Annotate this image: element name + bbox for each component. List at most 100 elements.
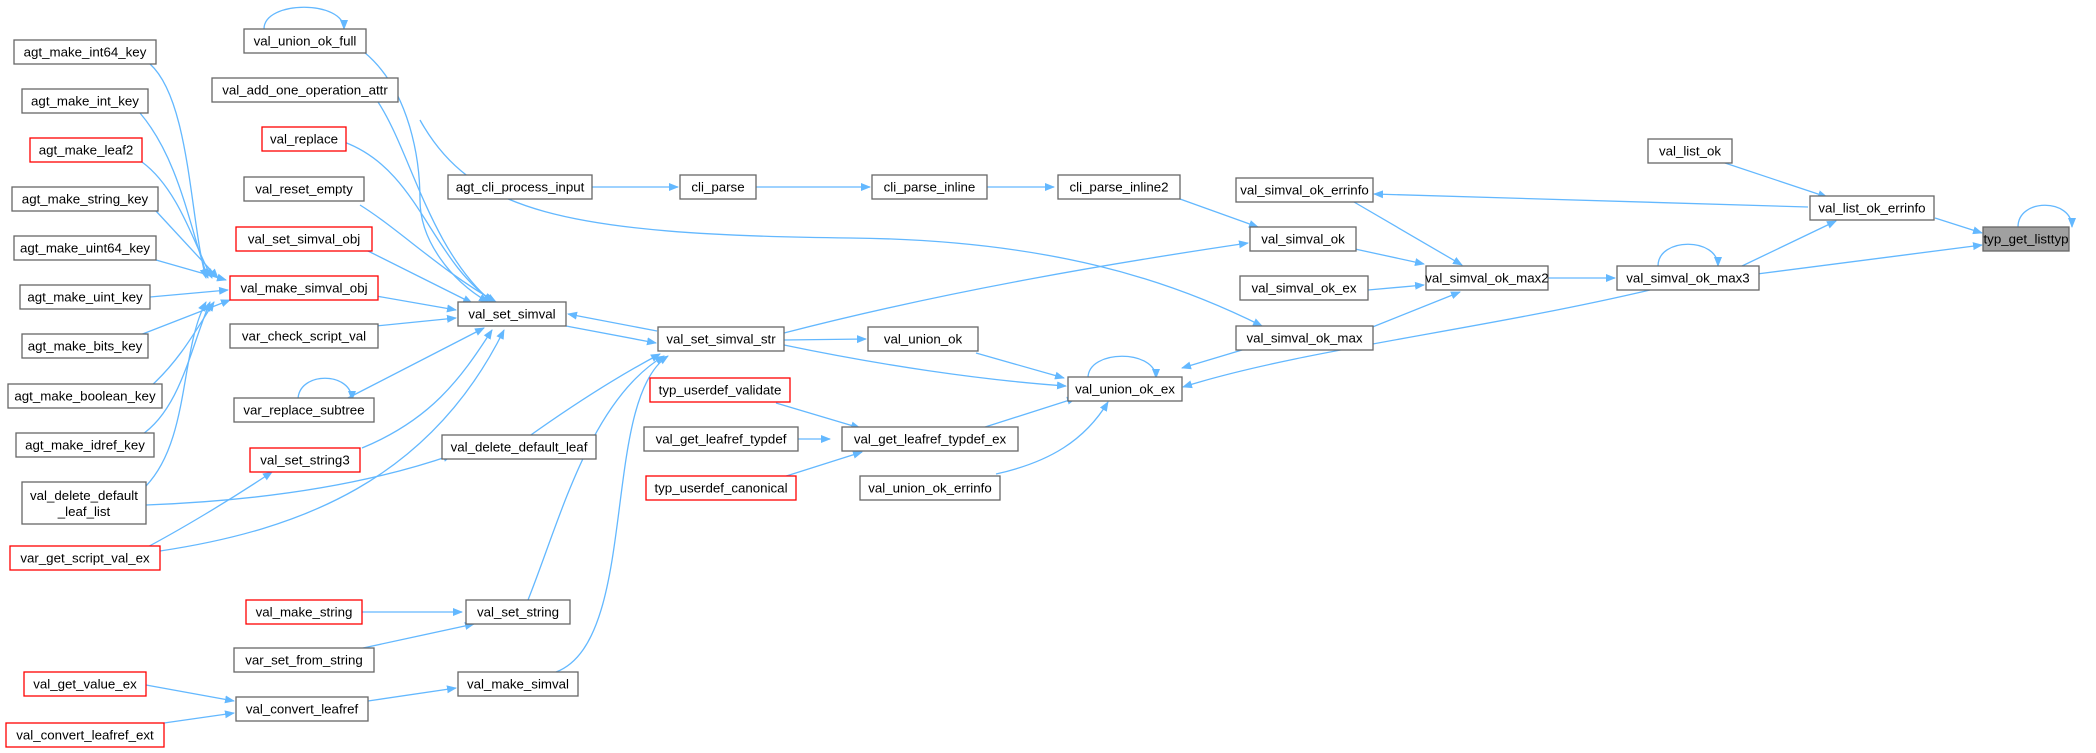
node-var_set_from_string[interactable]: var_set_from_string bbox=[233, 647, 375, 673]
node-cli_parse_inline[interactable]: cli_parse_inline bbox=[871, 174, 988, 200]
node-val_get_leafref_typdef_ex[interactable]: val_get_leafref_typdef_ex bbox=[841, 426, 1019, 452]
node-val_convert_leafref[interactable]: val_convert_leafref bbox=[235, 696, 369, 722]
node-agt_make_int_key[interactable]: agt_make_int_key bbox=[21, 88, 149, 114]
svg-text:val_add_one_operation_attr: val_add_one_operation_attr bbox=[222, 83, 388, 98]
node-val_set_simval[interactable]: val_set_simval bbox=[457, 301, 567, 327]
svg-text:agt_make_bits_key: agt_make_bits_key bbox=[28, 339, 143, 354]
node-var_check_script_val[interactable]: var_check_script_val bbox=[229, 323, 379, 349]
node-val_simval_ok_max3[interactable]: val_simval_ok_max3 bbox=[1616, 265, 1760, 291]
edge-val_set_string3-val_set_simval bbox=[361, 329, 493, 449]
nodes: typ_get_listtyp val_list_ok_errinfo val_… bbox=[5, 28, 2070, 748]
edge-self-val_union_ok_full bbox=[263, 6, 348, 30]
node-val_simval_ok_errinfo[interactable]: val_simval_ok_errinfo bbox=[1235, 177, 1374, 203]
node-agt_make_boolean_key[interactable]: agt_make_boolean_key bbox=[7, 383, 163, 409]
svg-text:val_simval_ok_max2: val_simval_ok_max2 bbox=[1425, 271, 1548, 286]
edge-var_get_script_val_ex-val_set_simval bbox=[159, 329, 505, 552]
node-agt_make_bits_key[interactable]: agt_make_bits_key bbox=[21, 333, 149, 359]
svg-text:val_simval_ok_ex: val_simval_ok_ex bbox=[1252, 281, 1357, 296]
edge-val_simval_ok_errinfo-val_simval_ok_max2 bbox=[1353, 201, 1463, 266]
node-val_union_ok_ex[interactable]: val_union_ok_ex bbox=[1067, 376, 1183, 402]
node-agt_make_idref_key[interactable]: agt_make_idref_key bbox=[15, 432, 155, 458]
node-typ_userdef_canonical[interactable]: typ_userdef_canonical bbox=[645, 475, 797, 501]
svg-text:val_delete_default_leaf: val_delete_default_leaf bbox=[451, 440, 588, 455]
svg-text:val_simval_ok: val_simval_ok bbox=[1261, 232, 1345, 247]
node-val_list_ok_errinfo[interactable]: val_list_ok_errinfo bbox=[1809, 195, 1935, 221]
node-val_set_simval_str[interactable]: val_set_simval_str bbox=[657, 326, 785, 352]
edge-val_set_simval_obj-val_set_simval bbox=[365, 249, 473, 304]
node-val_make_simval_obj[interactable]: val_make_simval_obj bbox=[229, 275, 379, 301]
svg-text:val_simval_ok_max3: val_simval_ok_max3 bbox=[1626, 271, 1749, 286]
node-agt_cli_process_input[interactable]: agt_cli_process_input bbox=[447, 174, 593, 200]
node-val_simval_ok_max2[interactable]: val_simval_ok_max2 bbox=[1425, 265, 1549, 291]
edge-agt_make_uint64_key-val_make_simval_obj bbox=[155, 259, 227, 282]
svg-text:agt_make_leaf2: agt_make_leaf2 bbox=[39, 143, 134, 158]
edge-val_delete_default_leaf_list-val_delete_default_leaf bbox=[145, 454, 453, 506]
node-val_convert_leafref_ext[interactable]: val_convert_leafref_ext bbox=[5, 722, 165, 748]
edge-val_get_value_ex-val_convert_leafref bbox=[145, 684, 235, 704]
node-val_get_value_ex[interactable]: val_get_value_ex bbox=[23, 671, 147, 697]
node-val_make_simval[interactable]: val_make_simval bbox=[457, 671, 579, 697]
edge-self-val_union_ok_ex bbox=[1087, 355, 1160, 379]
node-val_delete_default_leaf_list[interactable]: val_delete_default_leaf_list bbox=[21, 481, 147, 525]
edge-val_set_simval_str-val_set_simval bbox=[567, 311, 658, 332]
svg-text:val_reset_empty: val_reset_empty bbox=[255, 182, 353, 197]
svg-text:agt_make_int64_key: agt_make_int64_key bbox=[24, 45, 147, 60]
node-val_add_one_operation_attr[interactable]: val_add_one_operation_attr bbox=[211, 77, 399, 103]
node-val_set_simval_obj[interactable]: val_set_simval_obj bbox=[235, 226, 373, 252]
edge-val_list_ok_errinfo-typ_get_listtyp bbox=[1934, 217, 1983, 235]
edge-agt_make_uint_key-val_make_simval_obj bbox=[149, 286, 229, 298]
node-agt_make_string_key[interactable]: agt_make_string_key bbox=[11, 186, 159, 212]
svg-text:val_make_simval: val_make_simval bbox=[467, 677, 569, 692]
node-val_union_ok_errinfo[interactable]: val_union_ok_errinfo bbox=[859, 475, 1001, 501]
node-val_simval_ok_ex[interactable]: val_simval_ok_ex bbox=[1239, 275, 1369, 301]
svg-text:val_delete_default: val_delete_default bbox=[30, 488, 138, 503]
edge-var_get_script_val_ex-val_set_string3 bbox=[139, 471, 273, 552]
svg-text:val_union_ok_full: val_union_ok_full bbox=[254, 34, 357, 49]
svg-text:var_set_from_string: var_set_from_string bbox=[245, 653, 363, 668]
node-val_union_ok_full[interactable]: val_union_ok_full bbox=[243, 28, 367, 54]
svg-text:cli_parse: cli_parse bbox=[691, 180, 744, 195]
node-cli_parse_inline2[interactable]: cli_parse_inline2 bbox=[1057, 174, 1181, 200]
svg-text:val_set_simval_str: val_set_simval_str bbox=[666, 332, 776, 347]
edge-val_union_ok_full-val_simval_ok_max bbox=[419, 119, 1263, 327]
svg-text:val_list_ok_errinfo: val_list_ok_errinfo bbox=[1818, 201, 1925, 216]
node-var_get_script_val_ex[interactable]: var_get_script_val_ex bbox=[9, 545, 161, 571]
node-val_set_string[interactable]: val_set_string bbox=[465, 599, 571, 625]
node-val_simval_ok[interactable]: val_simval_ok bbox=[1249, 226, 1357, 252]
svg-text:agt_make_int_key: agt_make_int_key bbox=[31, 94, 139, 109]
edge-val_make_simval_obj-val_set_simval bbox=[375, 295, 457, 313]
edge-val_delete_default_leaf_list-val_make_simval_obj bbox=[145, 301, 207, 487]
node-agt_make_int64_key[interactable]: agt_make_int64_key bbox=[13, 39, 157, 65]
node-val_union_ok[interactable]: val_union_ok bbox=[867, 326, 979, 352]
svg-text:val_set_string3: val_set_string3 bbox=[260, 453, 349, 468]
svg-text:val_get_leafref_typdef_ex: val_get_leafref_typdef_ex bbox=[854, 432, 1007, 447]
node-val_replace[interactable]: val_replace bbox=[261, 126, 347, 152]
svg-text:val_make_simval_obj: val_make_simval_obj bbox=[240, 281, 367, 296]
node-cli_parse[interactable]: cli_parse bbox=[679, 174, 757, 200]
node-val_get_leafref_typdef[interactable]: val_get_leafref_typdef bbox=[643, 426, 799, 452]
edge-val_make_simval-val_set_simval_str bbox=[555, 355, 669, 673]
node-agt_make_leaf2[interactable]: agt_make_leaf2 bbox=[29, 137, 143, 163]
node-var_replace_subtree[interactable]: var_replace_subtree bbox=[233, 397, 375, 423]
node-val_set_string3[interactable]: val_set_string3 bbox=[249, 447, 361, 473]
node-val_simval_ok_max[interactable]: val_simval_ok_max bbox=[1235, 325, 1374, 351]
node-typ_get_listtyp[interactable]: typ_get_listtyp bbox=[1982, 226, 2070, 252]
node-val_reset_empty[interactable]: val_reset_empty bbox=[243, 176, 365, 202]
edge-val_add_one_operation_attr-val_set_simval bbox=[377, 101, 493, 303]
edge-val_convert_leafref_ext-val_convert_leafref bbox=[163, 710, 235, 724]
node-val_list_ok[interactable]: val_list_ok bbox=[1647, 138, 1733, 164]
edge-agt_make_string_key-val_make_simval_obj bbox=[155, 210, 219, 279]
svg-text:cli_parse_inline: cli_parse_inline bbox=[884, 180, 976, 195]
edge-agt_make_idref_key-val_make_simval_obj bbox=[139, 301, 211, 437]
node-val_delete_default_leaf[interactable]: val_delete_default_leaf bbox=[441, 434, 597, 460]
edge-val_convert_leafref-val_make_simval bbox=[367, 685, 457, 702]
svg-text:agt_make_boolean_key: agt_make_boolean_key bbox=[14, 389, 156, 404]
edge-cli_parse_inline2-val_simval_ok bbox=[1179, 198, 1259, 228]
edge-self-typ_get_listtyp bbox=[2017, 204, 2076, 228]
node-val_make_string[interactable]: val_make_string bbox=[245, 599, 363, 625]
node-agt_make_uint64_key[interactable]: agt_make_uint64_key bbox=[13, 235, 157, 261]
node-agt_make_uint_key[interactable]: agt_make_uint_key bbox=[19, 284, 151, 310]
edge-self-var_replace_subtree bbox=[297, 377, 356, 401]
node-typ_userdef_validate[interactable]: typ_userdef_validate bbox=[649, 377, 791, 403]
